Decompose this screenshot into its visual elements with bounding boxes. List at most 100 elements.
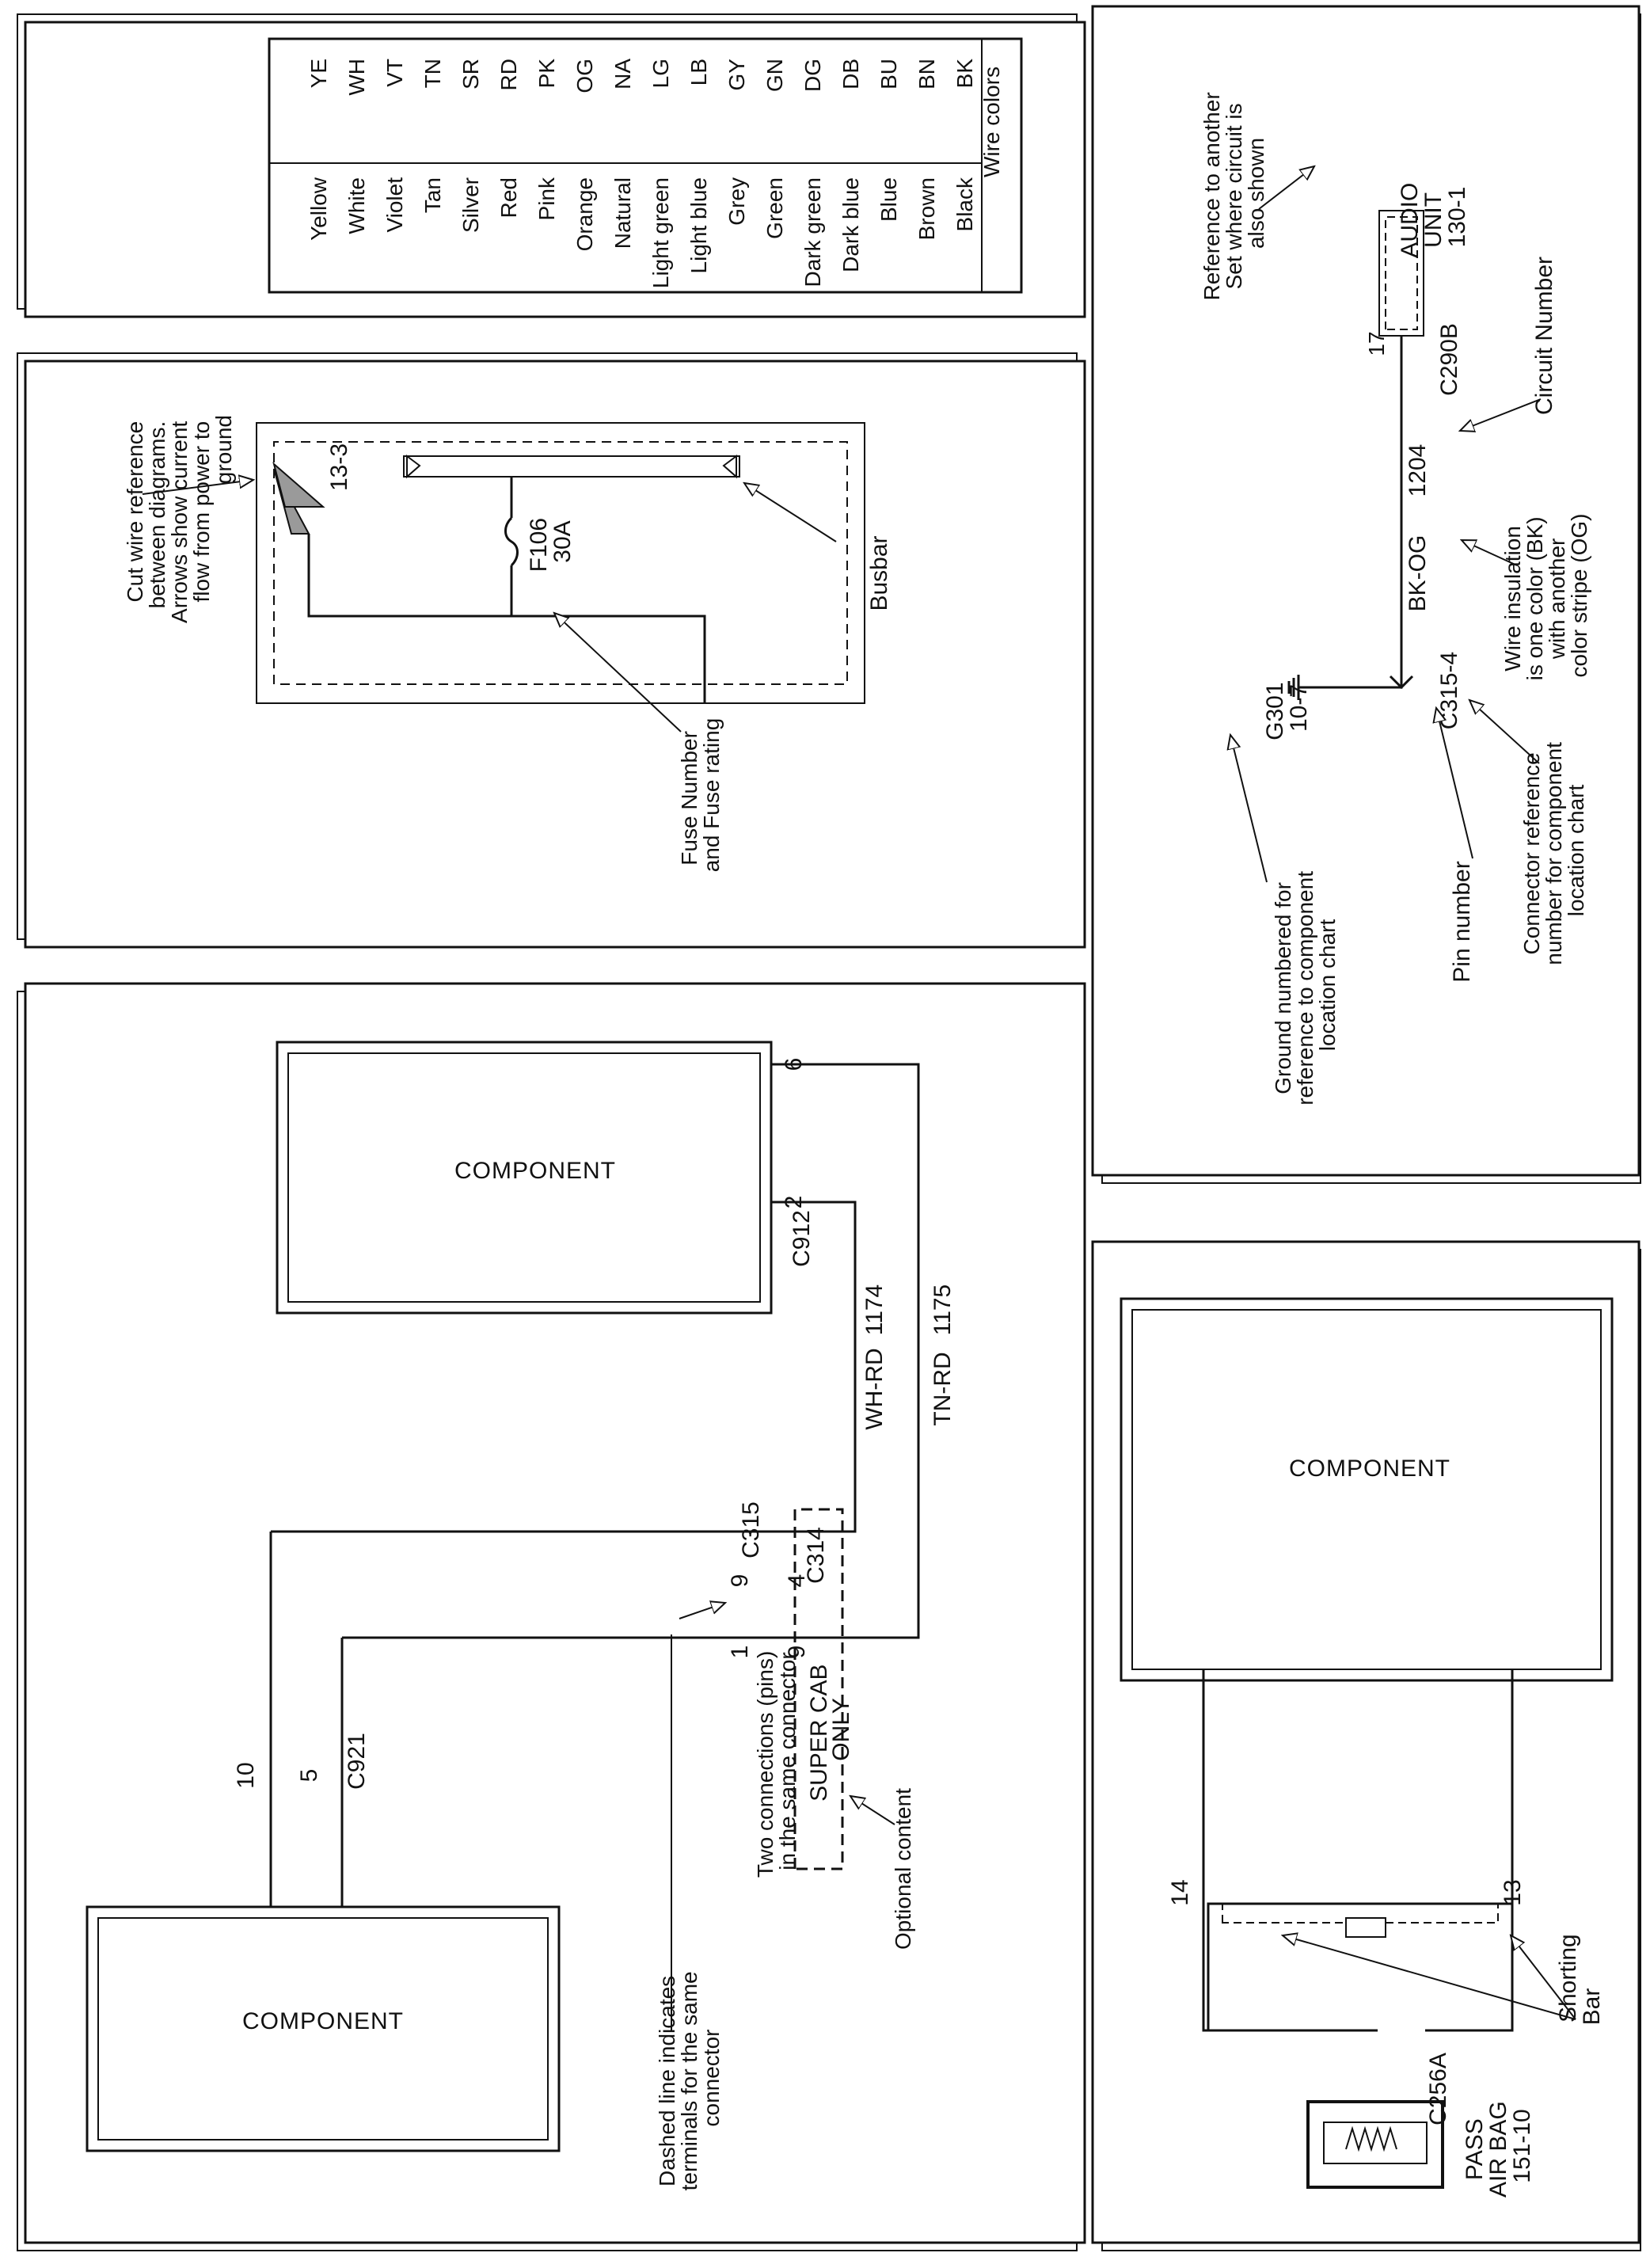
connector-c315-4: C315-4 (1436, 652, 1462, 729)
shorting-arrow-1 (1511, 1935, 1576, 2020)
pin-6: 6 (781, 1058, 807, 1071)
fuse-symbol (504, 516, 519, 567)
wire-color-name: Brown (914, 177, 939, 240)
connector-ref-arrow (1469, 700, 1540, 764)
pin-9-c314: 9 (784, 1646, 810, 1659)
wire-color-code: LB (686, 59, 711, 86)
super-cab-label: SUPER CAB ONLY (806, 1657, 854, 1802)
wire-color-name: Light green (648, 177, 673, 288)
wire1-circuit-1175: 1175 (930, 1284, 956, 1336)
wire-color-name: Grey (724, 177, 749, 226)
pin-14: 14 (1167, 1879, 1193, 1905)
cut-note-arrow (142, 480, 253, 495)
busbar-label: Busbar (866, 535, 892, 611)
wire-color-name: Green (762, 177, 787, 239)
wire-1175-tn-rd (342, 1063, 920, 1639)
pin-9-c315: 9 (727, 1574, 753, 1588)
connector-c290b: C290B (1436, 323, 1462, 396)
airbag-panel: COMPONENT 13 14 Shorting Bar C256A PASS … (1091, 1240, 1641, 2251)
wire-colors-header: Wire colors (979, 67, 1004, 177)
pin-4: 4 (784, 1574, 810, 1588)
wire-color-code: GY (724, 59, 749, 91)
pass-air-bag-label: PASS AIR BAG 151-10 (1462, 2095, 1535, 2198)
fuse-number-note: Fuse Number and Fuse rating (677, 718, 724, 873)
circuit-legend-panel: AUDIO UNIT 130-1 17 C290B 1204 BK-OG C31… (1091, 5, 1641, 1184)
wire-color-name: Yellow (306, 177, 331, 241)
wire-color-code: BK (952, 59, 977, 89)
airbag-component: COMPONENT (1120, 1297, 1614, 1682)
component-top-label: COMPONENT (454, 1158, 616, 1184)
wire-color-name: Black (952, 177, 977, 231)
wire-color-code: RD (496, 59, 521, 90)
ref-note-arrow (1258, 166, 1314, 210)
wire-color-code: BU (876, 59, 901, 89)
wire-color-code: GN (762, 59, 787, 92)
insulation-arrow (1462, 540, 1518, 566)
wire-color-code: YE (306, 59, 331, 88)
wire-color-name: Silver (458, 177, 483, 233)
pin-number-label: Pin number (1449, 861, 1475, 982)
wire-color-code: DG (800, 59, 825, 92)
wire-1174-wh-rd (271, 1201, 857, 1533)
ground-note: Ground numbered for reference to compone… (1271, 865, 1340, 1105)
wire-color-name: Dark blue (838, 177, 863, 272)
busbar-panel: 13-3 F106 30A Cut wire reference between… (17, 352, 1086, 949)
circuit-1204: 1204 (1405, 444, 1431, 497)
shorting-bar-label: Shorting Bar (1555, 1927, 1605, 2025)
wire-color-name: Red (496, 177, 521, 218)
wire-color-code: OG (572, 59, 597, 93)
wire1-color-tn-rd: TN-RD (930, 1352, 956, 1425)
pin-1: 1 (727, 1646, 753, 1659)
audio-unit-label: AUDIO UNIT 130-1 (1397, 176, 1470, 257)
airbag-unit (1306, 2100, 1444, 2189)
wire-color-code: BN (914, 59, 939, 89)
airbag-component-label: COMPONENT (1289, 1456, 1450, 1482)
wire-color-name: Light blue (686, 177, 711, 273)
two-connections-arrow (679, 1603, 725, 1619)
fuse-f106: F106 30A (526, 512, 576, 573)
component-panel: COMPONENT 6 2 C912 1175 TN-RD 1174 WH-RD… (17, 982, 1086, 2251)
busbar (403, 455, 740, 479)
cut-wire-triangle (272, 462, 325, 535)
pin-10: 10 (233, 1762, 259, 1788)
connector-c315: C315 (738, 1501, 764, 1558)
wire-color-code: DB (838, 59, 863, 89)
connector-c314: C314 (803, 1527, 829, 1584)
wire-color-name: Blue (876, 177, 901, 222)
pin-17: 17 (1364, 331, 1389, 356)
pin-2: 2 (781, 1196, 807, 1209)
optional-arrow (850, 1796, 895, 1825)
wire-color-name: White (344, 177, 369, 234)
shorting-arrow-2 (1283, 1935, 1576, 2020)
wire-color-code: WH (344, 59, 369, 96)
wire-colors-table: Wire colors BK Black BN Brown BU Blue DB Dark b… (268, 37, 1023, 294)
component-bottom-label: COMPONENT (242, 2008, 404, 2034)
connector-reference-note: Connector reference number for component… (1519, 736, 1588, 965)
shorting-bar-resistor (1345, 1917, 1386, 1938)
color-bk-og: BK-OG (1405, 535, 1431, 612)
wire-color-code: SR (458, 59, 483, 89)
connector-c921: C921 (344, 1733, 370, 1790)
ground-note-arrow (1230, 735, 1268, 883)
optional-content-note: Optional content (891, 1788, 915, 1950)
connector-c256a: C256A (1425, 2053, 1451, 2125)
fuse-note-arrow (554, 613, 682, 733)
wire-color-name: Violet (382, 177, 407, 233)
circuit-number-arrow (1460, 398, 1542, 431)
wire-color-name: Pink (534, 177, 559, 220)
wire-color-code: VT (382, 59, 407, 87)
pin-5: 5 (296, 1769, 322, 1783)
wire-color-code: TN (420, 59, 445, 88)
wire2-color-wh-rd: WH-RD (861, 1348, 888, 1429)
cut-ref-13-3: 13-3 (326, 443, 352, 491)
wire-color-rows: BK Black BN Brown BU Blue DB Dark blue DG Dark gr… (306, 59, 977, 288)
wire-color-name: Dark green (800, 177, 825, 287)
wire-color-name: Orange (572, 177, 597, 251)
component-bottom: COMPONENT (86, 1905, 561, 2152)
busbar-arrow (744, 483, 837, 542)
circuit-number-label: Circuit Number (1531, 257, 1557, 415)
ground-symbol (1287, 675, 1314, 700)
